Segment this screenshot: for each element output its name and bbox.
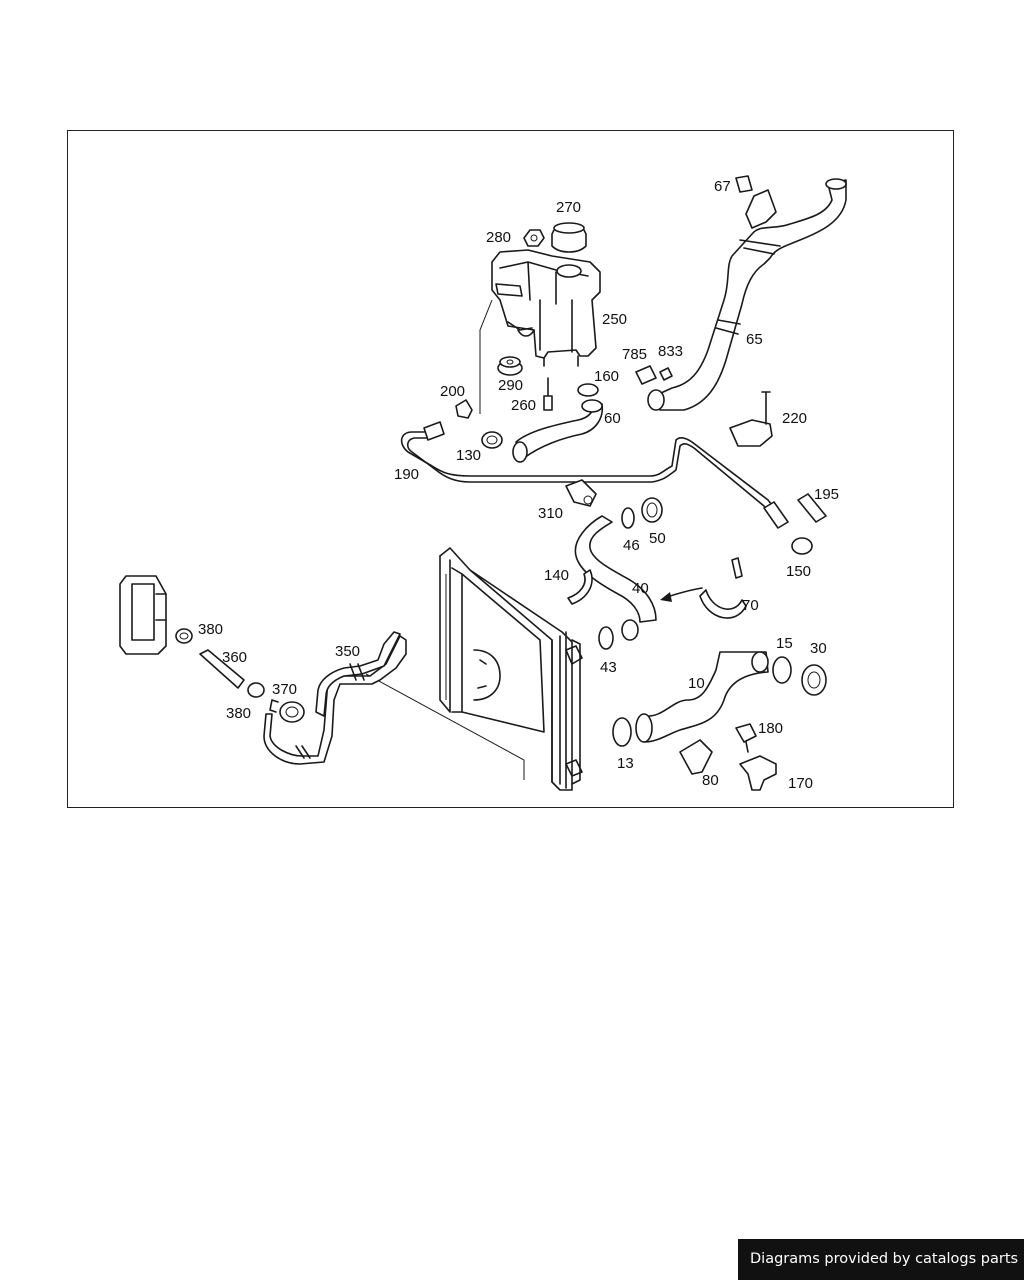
hose-40 xyxy=(574,515,657,641)
level-sensor xyxy=(543,377,553,411)
label-67: 67 xyxy=(714,178,731,195)
bracket-310 xyxy=(565,479,597,507)
label-220: 220 xyxy=(782,410,807,427)
label-10: 10 xyxy=(688,675,705,692)
heater-pipe-350 xyxy=(263,631,407,765)
clamp-380-top xyxy=(175,628,193,644)
o-ring-13 xyxy=(612,717,632,747)
label-43: 43 xyxy=(600,659,617,676)
label-140: 140 xyxy=(544,567,569,584)
label-46: 46 xyxy=(623,537,640,554)
clip-80 xyxy=(679,739,713,775)
upper-hose xyxy=(647,175,847,411)
connector xyxy=(635,365,673,385)
label-50: 50 xyxy=(649,530,666,547)
label-270: 270 xyxy=(556,199,581,216)
hose-360 xyxy=(199,649,245,689)
o-ring-46 xyxy=(621,507,635,529)
radiator xyxy=(365,547,583,791)
nut xyxy=(523,229,545,247)
label-195: 195 xyxy=(814,486,839,503)
credit-text: Diagrams provided by catalogs parts xyxy=(750,1251,1019,1267)
bracket-220 xyxy=(729,391,773,447)
label-13: 13 xyxy=(617,755,634,772)
label-180: 180 xyxy=(758,720,783,737)
clamp-150 xyxy=(791,537,813,555)
clip-70 xyxy=(699,557,747,619)
bleed-line xyxy=(400,299,789,529)
label-150: 150 xyxy=(786,563,811,580)
clamp-130 xyxy=(481,431,503,449)
label-380-bottom: 380 xyxy=(226,705,251,722)
label-130: 130 xyxy=(456,447,481,464)
label-80: 80 xyxy=(702,772,719,789)
expansion-tank xyxy=(491,249,601,367)
direction-arrow xyxy=(660,587,703,602)
label-160: 160 xyxy=(594,368,619,385)
tank-cap xyxy=(551,222,587,253)
o-ring-43 xyxy=(598,626,614,650)
label-360: 360 xyxy=(222,649,247,666)
part-labels: 270 280 250 67 65 785 833 200 290 160 26… xyxy=(198,178,839,792)
rubber-mount xyxy=(497,356,523,376)
hose-60 xyxy=(512,399,604,463)
label-250: 250 xyxy=(602,311,627,328)
label-310: 310 xyxy=(538,505,563,522)
label-370: 370 xyxy=(272,681,297,698)
fitting-195 xyxy=(797,493,827,523)
label-290: 290 xyxy=(498,377,523,394)
clamp-30 xyxy=(801,664,827,696)
hose-10 xyxy=(635,651,769,743)
label-170: 170 xyxy=(788,775,813,792)
label-190: 190 xyxy=(394,466,419,483)
valve-370 xyxy=(269,699,305,723)
bolt-180 xyxy=(735,723,757,753)
clip-200 xyxy=(455,399,473,419)
label-785: 785 xyxy=(622,346,647,363)
label-380-top: 380 xyxy=(198,621,223,638)
heater-core xyxy=(119,575,167,655)
clamp xyxy=(577,383,599,397)
pipe-170 xyxy=(739,755,777,791)
diagram-frame xyxy=(67,130,954,808)
clip-140 xyxy=(567,569,593,605)
label-350: 350 xyxy=(335,643,360,660)
label-15: 15 xyxy=(776,635,793,652)
label-30: 30 xyxy=(810,640,827,657)
label-280: 280 xyxy=(486,229,511,246)
clamp-380-bottom xyxy=(247,682,265,698)
label-260: 260 xyxy=(511,397,536,414)
label-70: 70 xyxy=(742,597,759,614)
clamp-50 xyxy=(641,497,663,523)
label-40: 40 xyxy=(632,580,649,597)
o-ring-15 xyxy=(772,656,792,684)
credit-banner: Diagrams provided by catalogs parts xyxy=(738,1239,1024,1280)
label-60: 60 xyxy=(604,410,621,427)
label-65: 65 xyxy=(746,331,763,348)
label-200: 200 xyxy=(440,383,465,400)
label-833: 833 xyxy=(658,343,683,360)
